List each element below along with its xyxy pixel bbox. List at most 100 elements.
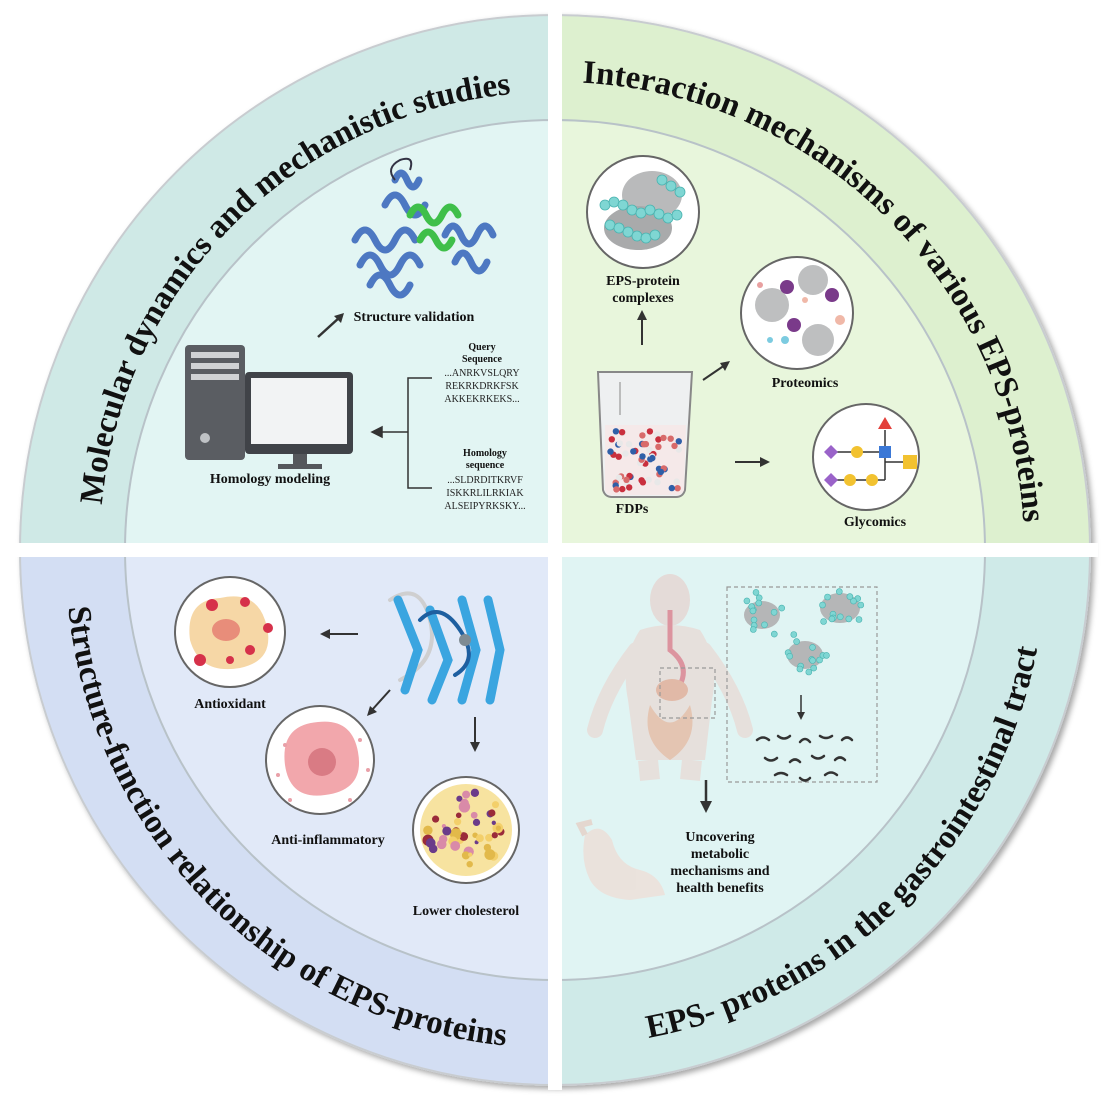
arrow-to-fragments (797, 695, 805, 720)
protein-structure-icon (351, 157, 497, 299)
cholesterol-particle (470, 811, 478, 819)
eps-bead (845, 615, 853, 623)
outcome-line-3: mechanisms and (670, 864, 769, 879)
eps-bead (790, 631, 798, 638)
cholesterol-particle (485, 833, 493, 842)
beaker-particle (639, 453, 646, 460)
beaker-particle (655, 443, 662, 450)
eps-bead (850, 597, 857, 605)
beaker-particle (646, 446, 653, 453)
protein-ribbon-icon (388, 591, 505, 705)
eps-bead (820, 618, 827, 625)
eps-bead (770, 608, 778, 616)
lower-cholesterol-icon (412, 776, 520, 884)
cholesterol-particle (472, 818, 481, 827)
homology-title-1: Homology (463, 448, 507, 459)
eps-protein-label-2: complexes (612, 291, 674, 306)
beaker-particle (639, 432, 646, 439)
outcome-line-2: metabolic (691, 847, 749, 862)
eps-protein-label-1: EPS-protein (606, 274, 680, 289)
cholesterol-particle (450, 840, 461, 851)
arrow-to-structure (317, 313, 344, 338)
computer-icon (185, 345, 353, 469)
cholesterol-particle (466, 860, 473, 868)
beaker-particle (612, 428, 620, 435)
cholesterol-particle (436, 839, 447, 850)
eps-bead (809, 644, 816, 651)
lower-cholesterol-label: Lower cholesterol (413, 904, 520, 919)
cholesterol-particle (475, 834, 484, 843)
antioxidant-label: Antioxidant (194, 697, 266, 712)
outcome-line-1: Uncovering (685, 830, 754, 845)
beaker-particle (613, 486, 620, 493)
cholesterol-particle (460, 798, 469, 808)
proteomics-icon (740, 256, 854, 370)
beaker-particle (674, 485, 681, 492)
outcome-line-4: health benefits (676, 881, 764, 896)
eps-bead (828, 615, 836, 623)
structure-validation-label: Structure validation (354, 310, 475, 325)
beaker-particle (673, 478, 680, 485)
beaker-particle (616, 440, 623, 447)
beaker-particle (655, 436, 662, 443)
separator-cross (12, 10, 1098, 1090)
cholesterol-particle (423, 825, 433, 836)
anti-inflammatory-icon (265, 705, 375, 815)
beaker-particle (619, 485, 626, 493)
beaker-particle (615, 453, 622, 460)
eps-bead (823, 652, 830, 659)
anti-inflammatory-label: Anti-inflammatory (271, 833, 385, 848)
homology-line-3: ALSEIPYRKSKY... (444, 501, 525, 512)
beaker-particle (667, 435, 674, 442)
cholesterol-particle (428, 844, 438, 854)
homology-line-1: ...SLDRDITKRVF (447, 475, 523, 486)
eps-bead (835, 588, 843, 595)
arrow-to-anti-inflammatory (367, 689, 391, 716)
eps-bead (778, 604, 786, 612)
cholesterol-particle (491, 832, 498, 839)
human-body-icon (587, 574, 753, 781)
beaker-particle (622, 450, 629, 457)
zoom-box-small (659, 667, 716, 719)
cholesterol-particle (432, 815, 440, 823)
eps-bead (846, 593, 854, 600)
fdps-label: FDPs (616, 502, 649, 517)
beaker-particle (654, 431, 661, 438)
arm-muscle-icon (575, 819, 665, 900)
eps-bead (743, 597, 751, 605)
eps-bead (752, 589, 760, 596)
beaker-particle (640, 441, 648, 448)
cholesterol-particle (484, 849, 496, 860)
arrow-to-lower-cholesterol (470, 717, 480, 752)
cholesterol-particle (456, 795, 463, 802)
beaker-particle (671, 442, 678, 450)
query-line-2: REKRKDRKFSK (445, 381, 519, 392)
eps-bead (809, 657, 816, 664)
eps-bead (855, 616, 863, 623)
eps-bead (824, 593, 831, 601)
beaker-particle (660, 434, 667, 442)
beaker-particle (654, 479, 661, 486)
beaker-particle (607, 448, 614, 455)
beaker-particle (630, 448, 637, 455)
eps-bead (857, 601, 865, 609)
homology-modeling-label: Homology modeling (210, 472, 330, 487)
beaker-particle (675, 446, 682, 453)
eps-bead (816, 656, 823, 664)
glycomics-icon (812, 403, 920, 511)
eps-bead (793, 638, 800, 645)
homology-title-2: sequence (466, 460, 505, 471)
proteomics-label: Proteomics (772, 376, 839, 391)
eps-bead (805, 668, 813, 676)
glycomics-label: Glycomics (844, 515, 907, 530)
cholesterol-particle (462, 790, 471, 799)
cholesterol-particle (495, 825, 502, 831)
beaker-icon (596, 371, 694, 498)
beaker-particle (646, 428, 654, 435)
arrow-to-glycomics (735, 457, 770, 467)
eps-bead (755, 599, 763, 607)
beaker-particle (649, 454, 656, 462)
query-title-2: Sequence (462, 354, 503, 365)
eps-bead (786, 652, 794, 660)
